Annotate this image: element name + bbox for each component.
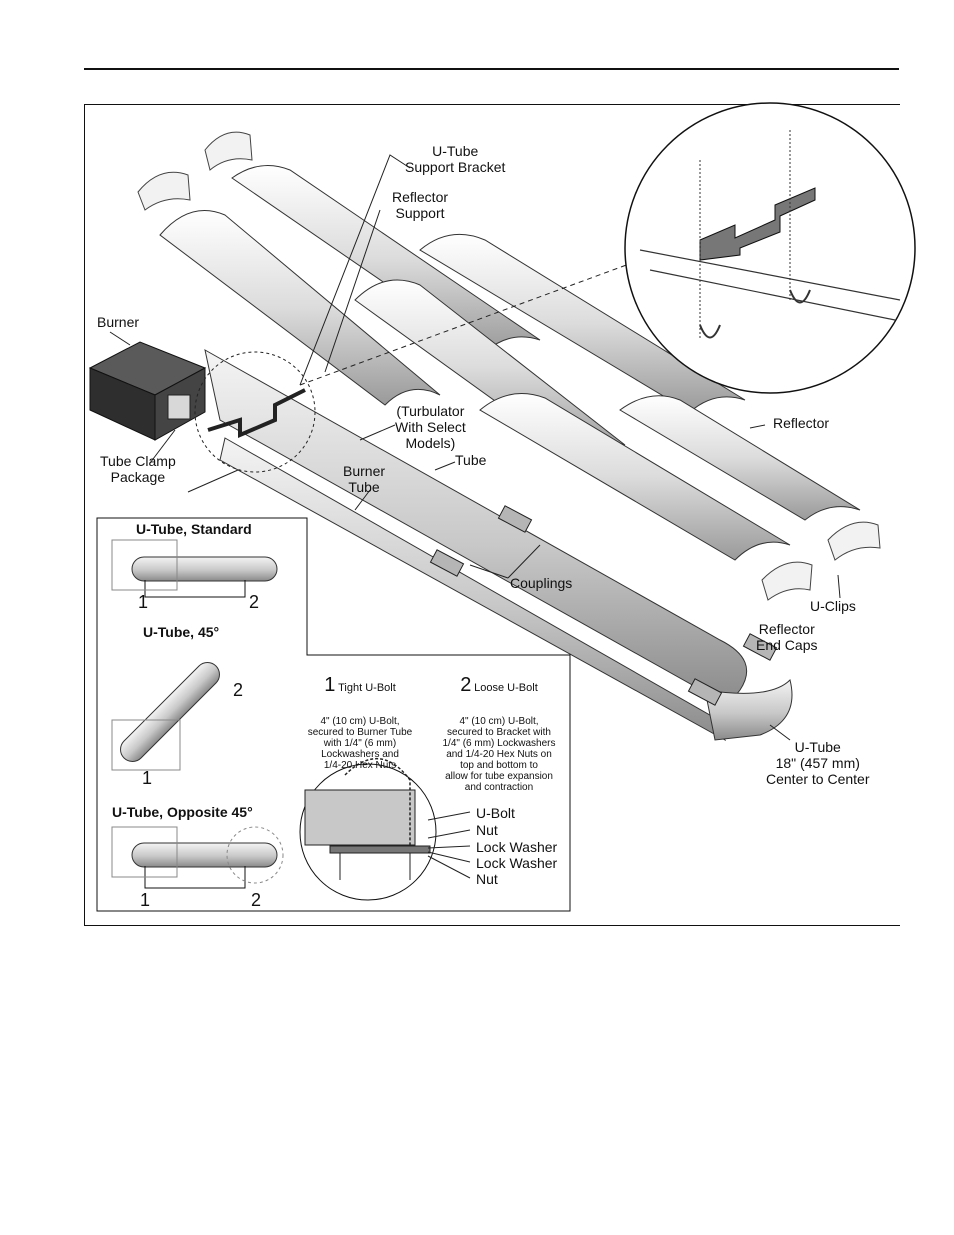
label-couplings: Couplings <box>510 575 573 591</box>
detail-circle <box>624 102 916 394</box>
label-reflector-support: Reflector Support <box>392 189 449 221</box>
label-burner: Burner <box>97 314 140 330</box>
note1-body: 4" (10 cm) U-Bolt, secured to Burner Tub… <box>307 716 413 771</box>
note1-title: Tight U-Bolt <box>338 682 396 694</box>
label-reflector: Reflector <box>773 415 830 431</box>
label-u-tube: U-Tube 18" (457 mm) Center to Center <box>766 739 870 787</box>
reflector-back-2 <box>419 233 746 413</box>
label-end-caps: Reflector End Caps <box>756 621 818 653</box>
label-turbulator: (Turbulator With Select Models) <box>395 403 466 451</box>
inset-panel <box>96 517 571 912</box>
part-u-bolt: U-Bolt <box>476 805 515 821</box>
inset-45-num-1: 1 <box>142 768 153 788</box>
note2-title: Loose U-Bolt <box>474 682 538 694</box>
inset-opposite-num-2: 2 <box>251 890 262 910</box>
reflector-front-3 <box>479 393 791 561</box>
note1-number: 1 <box>324 674 336 696</box>
burner-box <box>88 341 207 441</box>
label-u-clips: U-Clips <box>810 598 856 614</box>
label-burner-tube: Burner Tube <box>343 463 386 495</box>
note-tight-ubolt: 1 Tight U-Bolt 4" (10 cm) U-Bolt, secure… <box>290 658 430 782</box>
inset-title-standard: U-Tube, Standard <box>136 521 252 537</box>
label-tube: Tube <box>455 452 487 468</box>
note2-body: 4" (10 cm) U-Bolt, secured to Bracket wi… <box>442 716 556 793</box>
couplings <box>429 505 778 706</box>
reflector-back-3 <box>619 395 861 521</box>
note-loose-ubolt: 2 Loose U-Bolt 4" (10 cm) U-Bolt, secure… <box>424 658 574 804</box>
reflector-front-1 <box>159 210 441 406</box>
inset-opposite-num-1: 1 <box>140 890 151 910</box>
inset-title-opposite: U-Tube, Opposite 45° <box>112 804 253 820</box>
part-nut-bottom: Nut <box>476 871 498 887</box>
label-bracket: U-Tube Support Bracket <box>405 143 506 175</box>
part-lock-washer-2: Lock Washer <box>476 855 558 871</box>
inset-standard-num-2: 2 <box>249 592 260 612</box>
u-tube-bracket <box>207 388 306 439</box>
label-tube-clamp: Tube Clamp Package <box>100 453 176 485</box>
part-lock-washer-1: Lock Washer <box>476 839 558 855</box>
detail-content <box>639 130 901 340</box>
inset-45-num-2: 2 <box>233 680 244 700</box>
note2-number: 2 <box>460 674 472 696</box>
inset-title-45: U-Tube, 45° <box>143 624 220 640</box>
end-cap-shapes <box>137 131 881 601</box>
inset-tubes <box>120 556 278 868</box>
header-rule <box>84 68 899 70</box>
figure-frame <box>84 104 900 926</box>
inset-standard-num-1: 1 <box>138 592 149 612</box>
part-nut-top: Nut <box>476 822 498 838</box>
leader-lines <box>109 154 841 741</box>
detail-callout-circle <box>194 351 316 473</box>
